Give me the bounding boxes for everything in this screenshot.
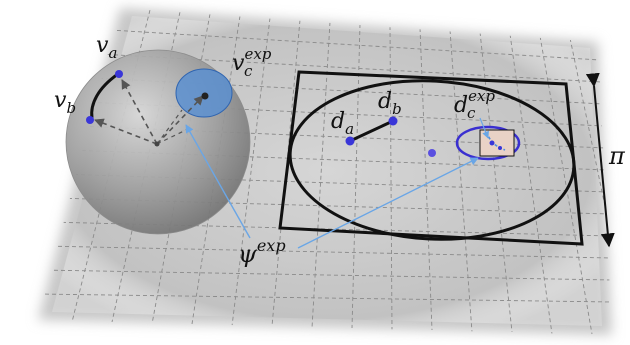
vector-to-vb <box>94 118 158 145</box>
sphere-center <box>154 141 160 147</box>
projection-domain <box>278 70 584 246</box>
vector-to-cap-edge-2 <box>156 127 191 145</box>
label-da: da <box>331 109 354 138</box>
highlight-patch <box>479 129 515 157</box>
vector-to-cap-edge-1 <box>156 109 183 145</box>
vector-to-va <box>121 79 158 145</box>
label-psi: ψexp <box>238 236 286 268</box>
vector-to-vc <box>156 95 204 145</box>
highlight-ellipse <box>455 125 521 161</box>
geodesic-arc <box>90 72 119 119</box>
point-da <box>345 136 355 146</box>
pi-dimension <box>585 72 615 248</box>
dc-pointer <box>479 117 489 139</box>
label-db: db <box>378 89 402 118</box>
segment-da-db <box>349 119 394 143</box>
domain-rectangle <box>278 70 584 246</box>
label-pi: π <box>608 142 626 170</box>
sphere <box>65 49 251 235</box>
center-point <box>428 149 436 157</box>
label-va: va <box>96 33 117 62</box>
point-db <box>388 116 398 126</box>
point-vc <box>201 92 209 100</box>
point-va <box>115 70 123 78</box>
label-vb: vb <box>54 88 76 117</box>
psi-leaders <box>185 124 479 249</box>
domain-ellipse <box>288 79 576 241</box>
point-vb <box>86 116 94 124</box>
